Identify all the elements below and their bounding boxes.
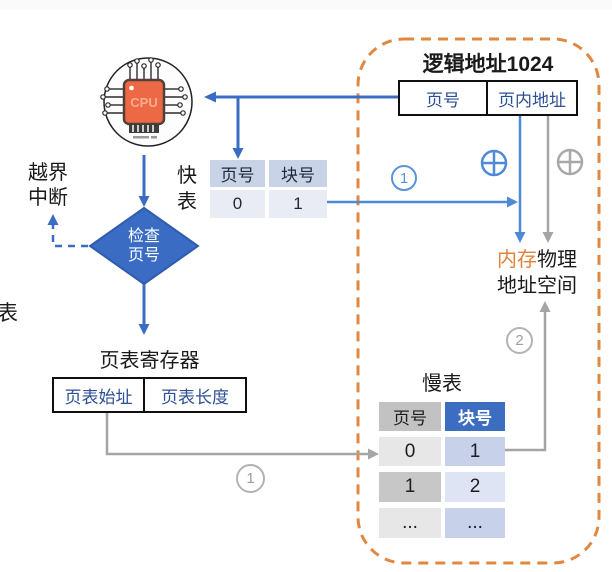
slow-cell: 0 — [379, 437, 441, 466]
step-badge-1-blue: 1 — [391, 165, 417, 191]
memory-highlight-text: 内存 — [497, 249, 537, 271]
tlb-cell-blockno: 1 — [269, 190, 327, 218]
memory-physical-space-label: 内存物理 地址空间 — [497, 249, 577, 297]
arrow-diamond-to-interrupt-dashed — [47, 214, 88, 248]
slow-table-row: 1 2 — [379, 472, 505, 502]
decision-diamond-label: 检查 页号 — [127, 228, 160, 264]
slow-table-row: ... ... — [379, 508, 505, 538]
slow-table-row: 0 1 — [379, 437, 505, 466]
plus-circle-icon-blue — [480, 149, 508, 177]
tlb-data-row: 0 1 — [210, 190, 327, 218]
logical-address-box: 页号 页内地址 — [398, 80, 578, 116]
slow-cell: ... — [445, 508, 505, 538]
interrupt-label: 越界 中断 — [28, 162, 68, 209]
top-edge-strip — [0, 0, 612, 10]
plus-circle-icon-gray — [556, 148, 584, 176]
arrow-pageno-to-memory — [514, 116, 526, 243]
step-badge-2-gray: 2 — [506, 327, 533, 354]
slow-cell: 1 — [379, 472, 441, 502]
logical-address-title: 逻辑地址1024 — [422, 53, 554, 76]
arrow-logicaladdr-to-cpu — [204, 91, 398, 103]
slow-cell: ... — [379, 508, 441, 538]
tlb-table: 页号 块号 0 1 — [210, 160, 327, 218]
decision-diamond — [88, 206, 200, 286]
logical-address-offset-field: 页内地址 — [486, 82, 576, 114]
slow-header-pageno: 页号 — [379, 402, 441, 431]
tlb-header-blockno: 块号 — [269, 160, 327, 187]
tlb-label: 快 表 — [177, 165, 197, 213]
cropped-edge-text: 表 — [0, 302, 18, 325]
register-startaddr-field: 页表始址 — [64, 387, 133, 407]
dashed-boundary-box — [356, 37, 601, 565]
arrow-branch-to-tlb — [232, 97, 244, 159]
slow-table-header-row: 页号 块号 — [379, 402, 505, 431]
logical-address-pageno-field: 页号 — [426, 90, 460, 110]
arrow-cpu-to-diamond — [138, 155, 150, 207]
slow-cell: 1 — [445, 437, 505, 466]
slow-header-blockno: 块号 — [445, 402, 505, 431]
page-table-register-title: 页表寄存器 — [99, 350, 200, 372]
arrow-register-to-slowtable — [105, 413, 379, 460]
arrow-tlb-block-to-physical — [327, 196, 518, 208]
page-table-register-box: 页表始址 页表长度 — [52, 377, 247, 413]
arrow-slowtable-to-memory — [505, 301, 551, 452]
cpu-chip-icon: CPU — [100, 57, 193, 147]
arrow-diamond-to-register — [138, 283, 150, 335]
tlb-cell-pageno: 0 — [210, 190, 265, 218]
arrow-offset-to-memory — [542, 116, 554, 243]
register-length-field: 页表长度 — [143, 379, 245, 411]
cpu-label: CPU — [130, 95, 157, 110]
slow-cell: 2 — [445, 472, 505, 502]
tlb-header-row: 页号 块号 — [210, 160, 327, 187]
step-badge-1-gray: 1 — [236, 464, 265, 493]
slow-table: 页号 块号 0 1 1 2 ... ... — [379, 402, 505, 538]
slow-table-title: 慢表 — [422, 373, 462, 395]
tlb-header-pageno: 页号 — [210, 160, 265, 187]
